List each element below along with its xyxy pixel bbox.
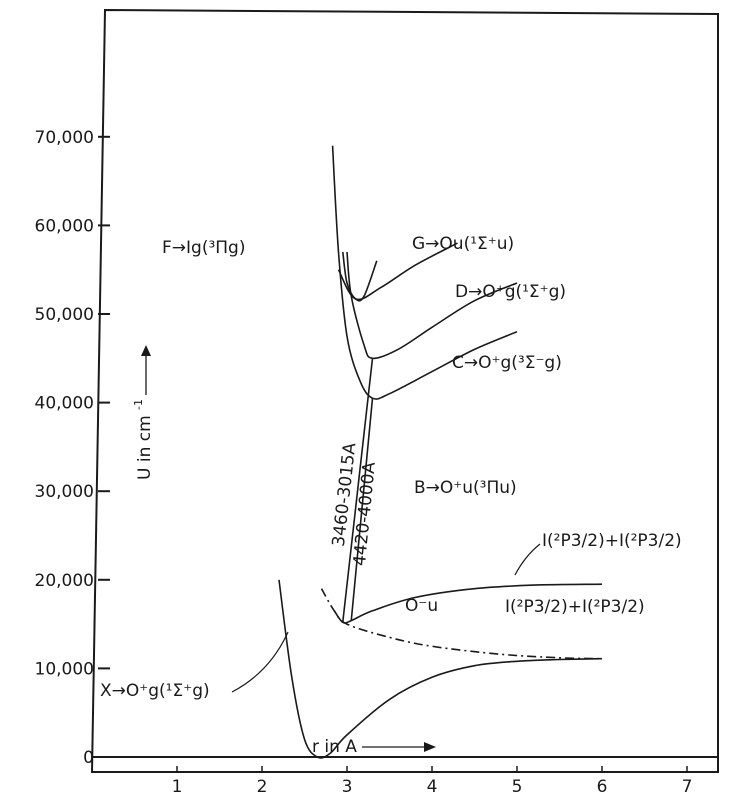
y-tick-label: 30,000 — [35, 482, 94, 502]
y-tick-label: 20,000 — [35, 571, 94, 591]
y-tick-label: 70,000 — [35, 128, 94, 148]
x-axis-label: r in A — [312, 737, 357, 757]
asymptote-lower-label: I(²P3/2)+I(²P3/2) — [505, 597, 645, 617]
y-axis-label: U in cm — [135, 415, 155, 480]
potential-curve-6 — [337, 242, 458, 301]
x-tick-label: 7 — [682, 777, 693, 796]
y-tick-label: 40,000 — [35, 394, 94, 414]
potential-curve-0 — [278, 579, 603, 759]
transition-line-1 — [350, 398, 374, 621]
x-axis-label-arrowhead — [424, 742, 436, 752]
y-tick-label: 60,000 — [35, 216, 94, 236]
g-state-label: G→Ou(¹Σ⁺u) — [412, 234, 514, 254]
potential-curve-2 — [320, 588, 603, 660]
asymptote-upper-label: I(²P3/2)+I(²P3/2) — [542, 531, 682, 551]
ou-minus-label: O⁻u — [405, 596, 438, 616]
y-axis-label-arrowhead — [141, 345, 151, 356]
x-tick-label: 4 — [427, 777, 438, 796]
chart-frame — [90, 8, 719, 773]
transition-line-0 — [341, 358, 374, 623]
x-tick-label: 6 — [597, 777, 608, 796]
f-state-label: F→Ig(³Πg) — [162, 238, 245, 258]
asymptote-upper-leader — [514, 543, 541, 576]
x-state-label: X→O⁺g(¹Σ⁺g) — [100, 681, 210, 701]
y-tick-label: 50,000 — [35, 305, 94, 325]
y-tick-label: 10,000 — [35, 659, 94, 679]
d-state-label: D→O⁺g(¹Σ⁺g) — [455, 282, 566, 302]
y-axis-label-group: U in cm -1 — [132, 399, 155, 480]
x-tick-label: 1 — [172, 777, 183, 796]
x-state-leader — [231, 631, 289, 693]
x-tick-label: 5 — [512, 777, 523, 796]
c-state-label: C→O⁺g(³Σ⁻g) — [452, 353, 562, 373]
x-tick-label: 2 — [257, 777, 268, 796]
y-axis-label-exponent: -1 — [132, 399, 145, 410]
y-axis-ticks: 0 10,000 20,000 30,000 40,000 50,000 60,000 70,… — [35, 128, 110, 768]
potential-curve-4 — [346, 251, 518, 360]
y-tick-label: 0 — [83, 748, 94, 768]
x-tick-label: 3 — [342, 777, 353, 796]
b-state-label: B→O⁺u(³Πu) — [414, 478, 517, 498]
potential-curves — [278, 145, 603, 759]
x-axis-ticks: 1 2 3 4 5 6 7 — [172, 766, 693, 796]
potential-curve-3 — [331, 145, 518, 400]
